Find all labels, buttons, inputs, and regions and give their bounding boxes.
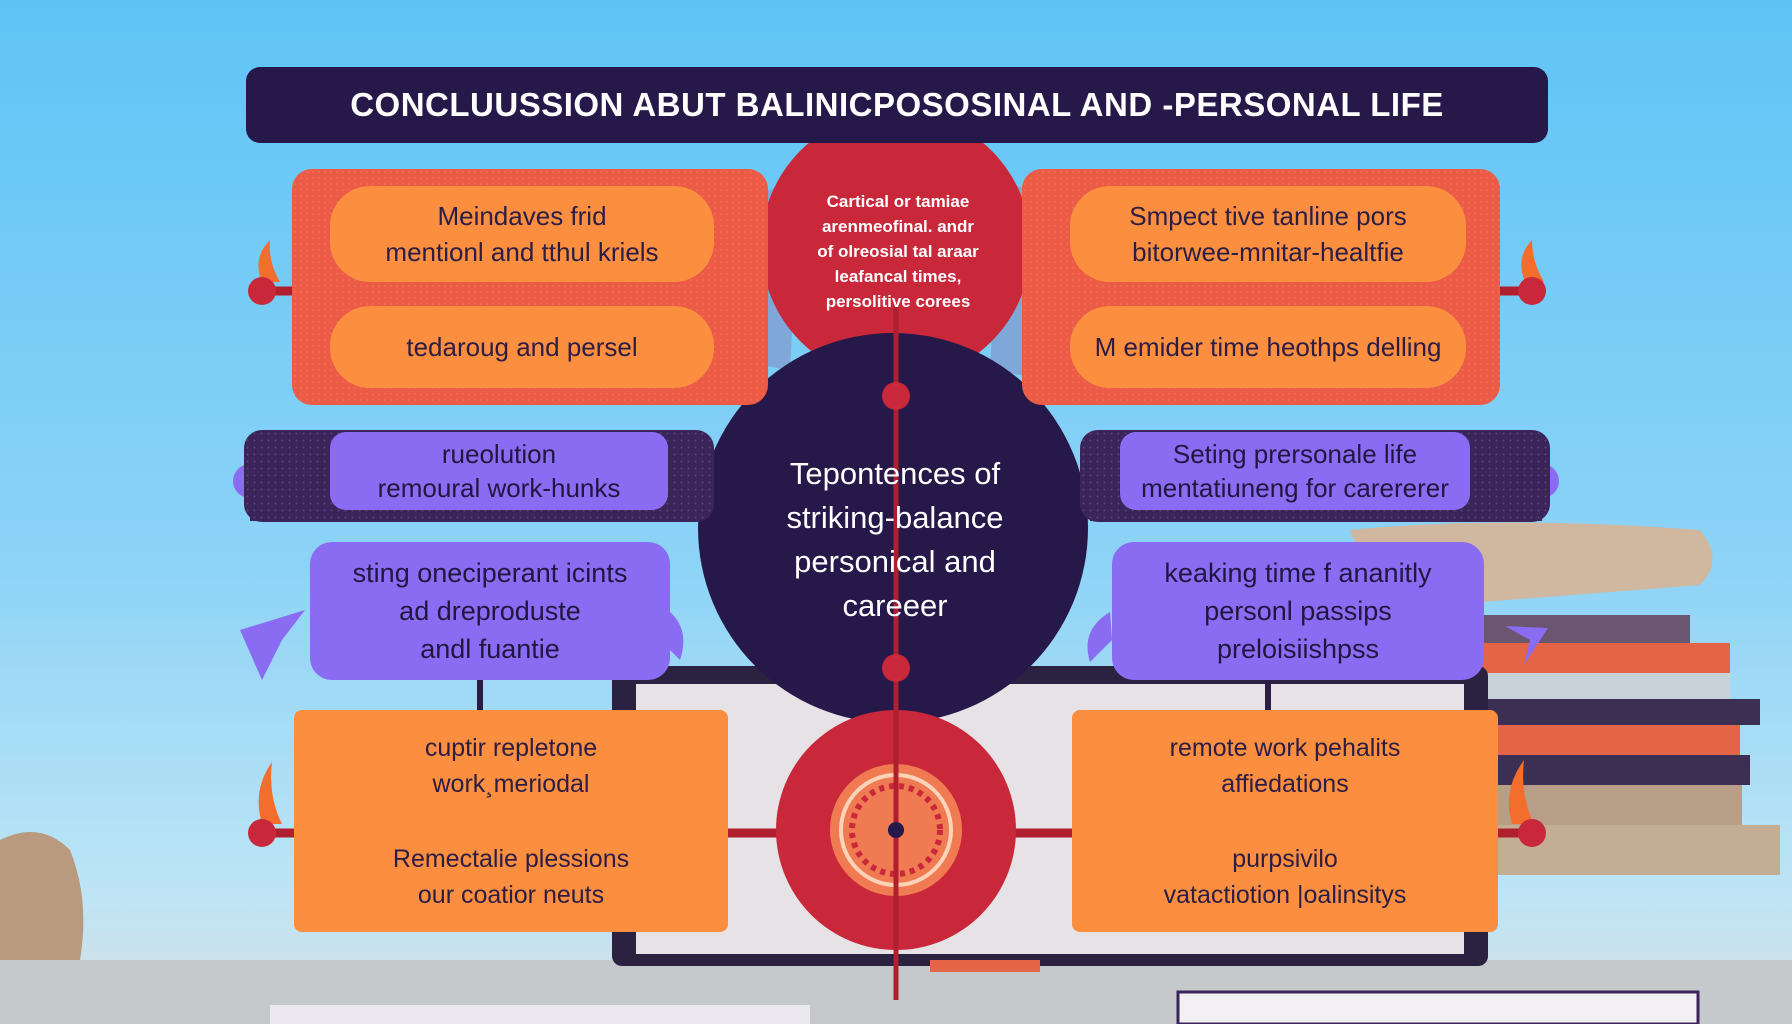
desk-paper-right bbox=[1176, 990, 1700, 1024]
spine-node bbox=[882, 382, 910, 410]
top-right-panel-upper: Smpect tive tanline pors bitorwee-mnitar… bbox=[1070, 186, 1466, 282]
mid-left-pill: rueolution remoural work-hunks bbox=[330, 432, 668, 510]
title-bar: CONCLUUSSION ABUT BALINICPOSOSINAL AND -… bbox=[246, 67, 1548, 143]
top-left-panel-upper-text: Meindaves frid mentionl and tthul kriels bbox=[385, 201, 659, 267]
bottom-left-box: cuptir repletone work¸meriodal Remectali… bbox=[294, 710, 728, 932]
left-violet-box: sting oneciperant icints ad dreproduste … bbox=[310, 542, 670, 680]
flame-icon bbox=[1521, 240, 1544, 282]
mid-right-pill-text: Seting prersonale life mentatiuneng for … bbox=[1141, 439, 1449, 503]
left-violet-text: sting oneciperant icints ad dreproduste … bbox=[352, 558, 628, 664]
bottom-left-upper-text: cuptir repletone work¸meriodal bbox=[424, 733, 598, 798]
bottom-right-box: remote work pehalits affiedations purpsi… bbox=[1072, 710, 1498, 932]
end-node bbox=[248, 277, 276, 305]
top-left-panel-upper: Meindaves frid mentionl and tthul kriels bbox=[330, 186, 714, 282]
top-circle bbox=[761, 111, 1031, 381]
end-node bbox=[248, 819, 276, 847]
center-label: Tepontences of striking-balance personic… bbox=[786, 456, 1004, 623]
top-left-panel-lower: tedaroug and persel bbox=[330, 306, 714, 388]
mid-left-pill-text: rueolution remoural work-hunks bbox=[377, 439, 621, 503]
arrow-icon bbox=[1505, 626, 1548, 665]
top-circle-label: Cartical or tamiae arenmeofinal. andr of… bbox=[817, 191, 979, 311]
top-right-panel-lower-text: M emider time heothps delling bbox=[1094, 332, 1442, 362]
flame-icon bbox=[1508, 760, 1534, 824]
right-violet-text: keaking time f ananitly personl passips … bbox=[1164, 558, 1432, 664]
arrow-icon bbox=[240, 610, 305, 680]
bottom-right-lower-text: purpsivilo vatactiotion |oalinsitys bbox=[1163, 844, 1407, 909]
spine-node bbox=[888, 822, 904, 838]
end-node bbox=[1518, 819, 1546, 847]
flame-icon bbox=[258, 762, 282, 824]
desk-paper-left bbox=[270, 1005, 810, 1024]
page-title: CONCLUUSSION ABUT BALINICPOSOSINAL AND -… bbox=[350, 86, 1444, 123]
top-circle-text: Cartical or tamiae arenmeofinal. andr of… bbox=[768, 186, 1028, 316]
spine-node bbox=[882, 654, 910, 682]
mid-right-pill: Seting prersonale life mentatiuneng for … bbox=[1120, 432, 1470, 510]
center-circle bbox=[698, 333, 1088, 723]
top-right-panel-upper-text: Smpect tive tanline pors bitorwee-mnitar… bbox=[1129, 201, 1407, 267]
arrow-icon bbox=[1087, 612, 1112, 662]
center-text: Tepontences of striking-balance personic… bbox=[740, 445, 1050, 635]
top-right-panel-lower: M emider time heothps delling bbox=[1070, 306, 1466, 388]
top-left-panel-lower-text: tedaroug and persel bbox=[406, 332, 638, 362]
flame-icon bbox=[258, 240, 280, 282]
rock-left bbox=[0, 832, 84, 960]
right-violet-box: keaking time f ananitly personl passips … bbox=[1112, 542, 1484, 680]
bottom-left-lower-text: Remectalie plessions our coatior neuts bbox=[392, 844, 630, 909]
bottom-right-upper-text: remote work pehalits affiedations bbox=[1169, 733, 1401, 798]
end-node bbox=[1518, 277, 1546, 305]
